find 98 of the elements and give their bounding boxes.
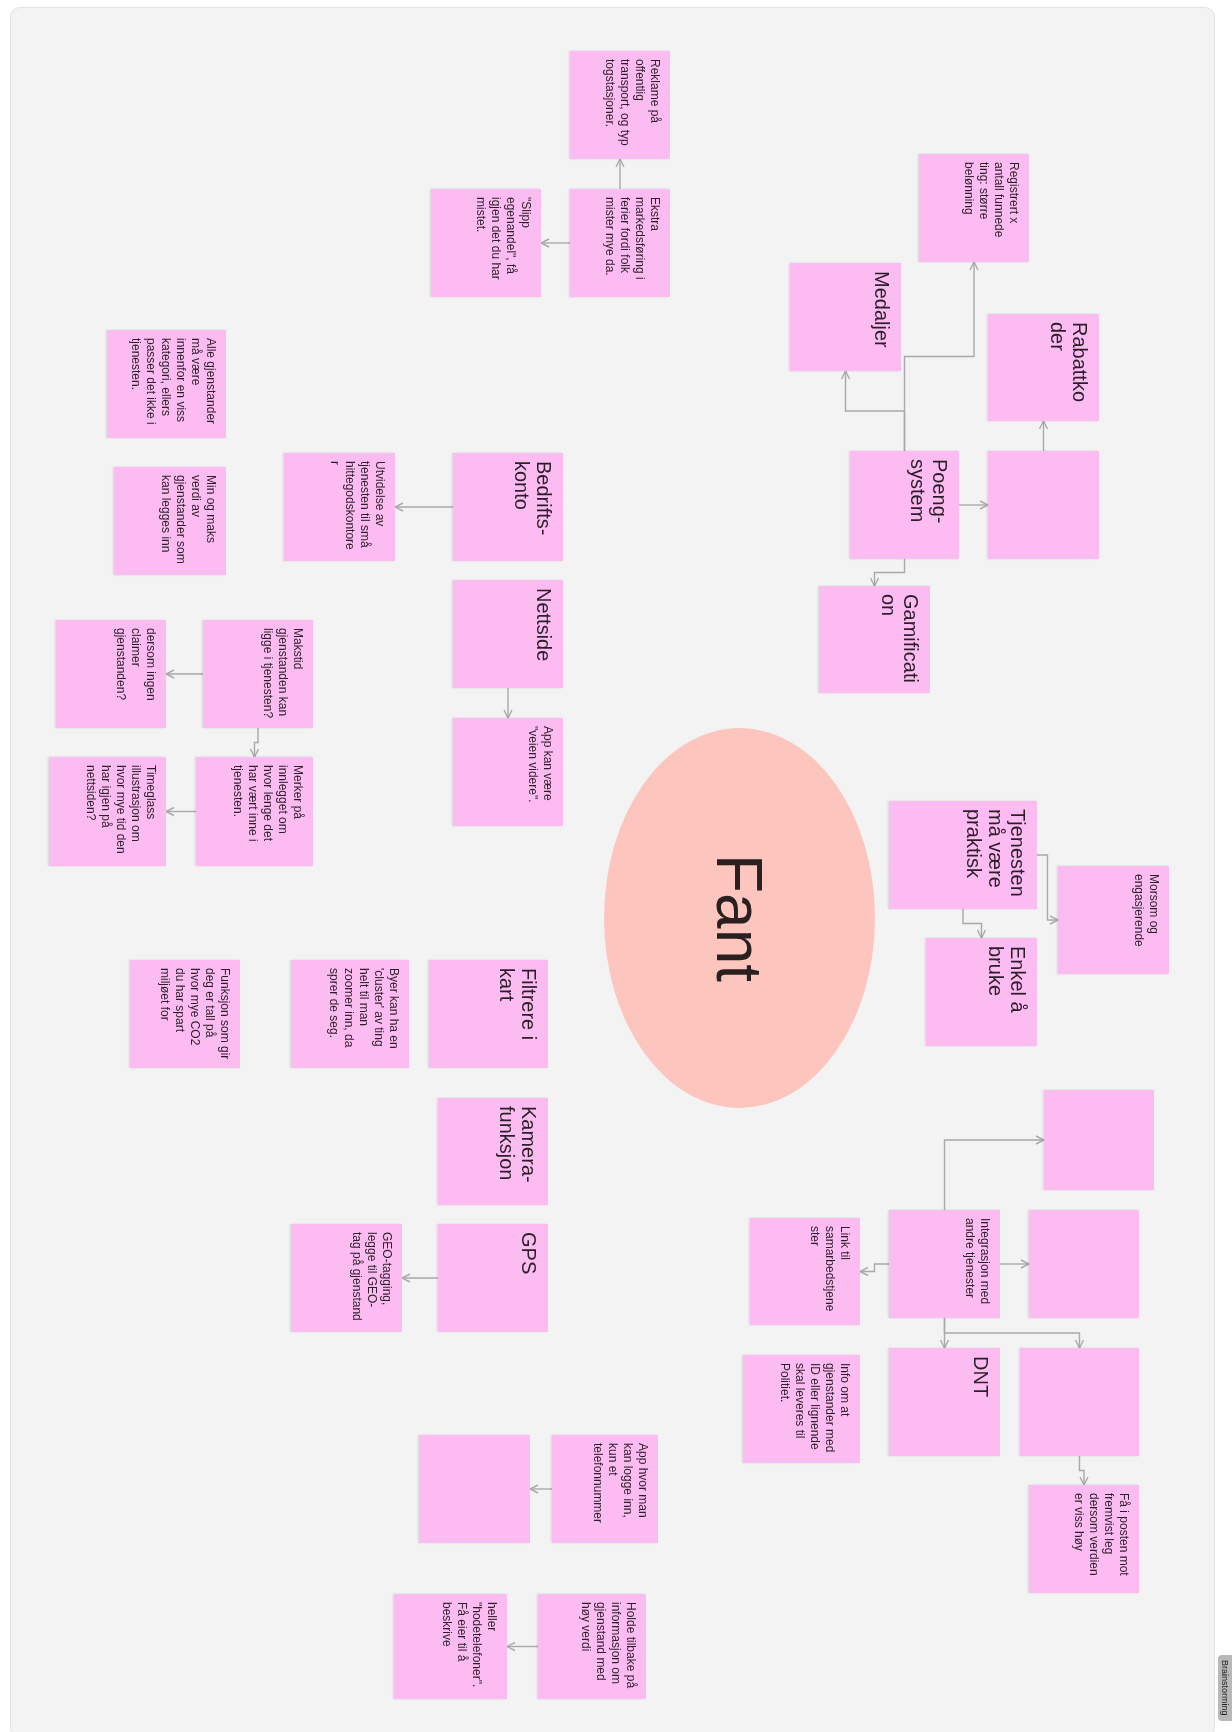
sticky-note (107, 330, 226, 438)
arrow (503, 687, 513, 719)
note-title: GPS (518, 1232, 540, 1277)
note-text: Min og maks verdi av gjenstander som kan legges inn (158, 475, 218, 566)
note-title: Bedrifts-konto (511, 461, 555, 538)
sticky-note (919, 154, 1029, 262)
note-title: Poeng-system (907, 459, 951, 526)
sticky-note (56, 620, 166, 728)
arrow (1036, 854, 1059, 925)
note-title: Nettside (533, 588, 555, 664)
note-text: App hvor man kan logge inn, kun et telefonnummer (590, 1443, 650, 1526)
sticky-note (1029, 1210, 1139, 1318)
note-text: GEO-tagging, legge til GEO-tag på gjenstand (349, 1232, 394, 1323)
sticky-note (49, 757, 166, 866)
sticky-note (419, 1435, 530, 1543)
sticky-note (114, 467, 226, 575)
note-text: App kan være "veien videre". (525, 726, 555, 805)
sticky-note (453, 718, 563, 826)
note-text: Merker på innlegget om hvor lenge det har vært inne i tjenesten. (230, 765, 305, 844)
sticky-note (889, 1210, 1000, 1318)
sticky-note (291, 1224, 402, 1332)
sticky-note (570, 189, 670, 297)
sticky-note (1044, 1090, 1154, 1190)
note-text: Link til samarbedstjenester (807, 1226, 852, 1314)
sticky-note (988, 451, 1099, 559)
sticky-note (453, 453, 563, 561)
note-text: Holde tilbake på informasjon om gjenstand med høy verdi (578, 1602, 638, 1691)
note-title: DNT (970, 1356, 992, 1400)
arrow (869, 558, 906, 587)
sticky-note (453, 580, 563, 688)
arrow (401, 1273, 439, 1283)
sticky-note (743, 1355, 860, 1463)
sticky-note (291, 960, 409, 1068)
arrow (840, 370, 906, 452)
sticky-note (750, 1218, 860, 1325)
note-text: "Slipp egenandel", få igjen det du har mistet. (473, 197, 533, 282)
note-text: Makstid gjenstanden kan ligge i tjenesten? (260, 628, 305, 720)
note-text: heller "hodetelefoner". Få eier til å beskrive (439, 1602, 499, 1690)
sticky-note (429, 960, 548, 1068)
sticky-note (988, 314, 1099, 421)
sticky-note (394, 1594, 507, 1699)
arrow (943, 1135, 1045, 1211)
note-text: Ekstra markedsføring i ferier fordi folk mister mye da. (602, 197, 662, 282)
sticky-note (850, 451, 959, 559)
note-text: Integrasjon med andre tjenester (962, 1218, 992, 1307)
note-text: Få i posten mot fremvist leg dersom verdien er viss høy (1071, 1493, 1131, 1578)
sticky-note (819, 586, 930, 693)
arrow (165, 806, 197, 817)
sticky-note (431, 189, 541, 297)
note-text: Byer kan ha en 'cluster' av ting helt til man zoomer inn, da sprer de seg. (326, 968, 401, 1051)
arrow (1038, 420, 1049, 452)
sticky-note (926, 938, 1037, 1046)
arrow (1078, 1455, 1089, 1486)
sticky-note (790, 263, 901, 371)
sticky-note (438, 1098, 548, 1205)
note-text: Morsom og engasjerende (1131, 874, 1161, 949)
sticky-note (130, 960, 240, 1068)
sticky-note (196, 757, 313, 866)
sticky-note (570, 51, 670, 159)
note-text: Alle gjenstander må være innenfor en viss kategori, ellers passer det ikke i tjenesten. (128, 338, 218, 427)
sticky-note (889, 1348, 1000, 1456)
note-title: Kamera-funksjon (496, 1106, 540, 1185)
sticky-note (1058, 866, 1169, 974)
note-title: Tjenesten må være praktisk (963, 809, 1029, 899)
arrow (962, 908, 987, 939)
note-title: Rabattkoder (1047, 322, 1091, 405)
arrow (394, 502, 454, 512)
arrow (999, 1259, 1030, 1269)
note-text: Reklame på offentlig transport, og typ togstasjoner. (602, 59, 662, 148)
arrow (958, 500, 989, 510)
sticky-note (438, 1224, 548, 1332)
sticky-note (538, 1594, 646, 1699)
note-text: Timeglass illustrasjon om hvor mye tid den har igjen på nettsiden? (83, 765, 158, 856)
note-text: Utvidelse av tjenesten til små hittegodskontorer (327, 461, 387, 552)
arrow (540, 238, 571, 248)
sticky-note (1020, 1348, 1139, 1456)
arrow (506, 1641, 539, 1652)
note-text: dersom ingen claimer gjenstanden? (113, 628, 158, 703)
sticky-note (1029, 1485, 1139, 1593)
note-text: Info om at gjenstander med ID eller lignende skal leveres til Politiet. (777, 1363, 852, 1455)
note-title: Filtrere i kart (496, 968, 540, 1043)
note-text: Funksjon som gir deg er tall på hvor mye CO2 du har spart miljøet for (157, 968, 232, 1060)
arrow (615, 158, 625, 190)
sticky-note (203, 620, 313, 728)
arrow (859, 1263, 890, 1277)
arrow (249, 727, 260, 758)
tag-label: Brainstorming (1218, 1655, 1232, 1721)
topic-text: Fant (702, 853, 777, 983)
note-title: Medaljer (871, 271, 893, 350)
sticky-note (284, 453, 395, 561)
note-title: Enkel å bruke (985, 946, 1029, 1015)
sticky-note (889, 801, 1037, 909)
arrow (943, 1317, 1085, 1349)
arrow (165, 669, 204, 679)
note-text: Registrert x antall funnede ting: større belønning (961, 162, 1021, 240)
note-title: Gamification (878, 594, 922, 685)
arrow (529, 1484, 553, 1494)
sticky-note (552, 1435, 658, 1543)
